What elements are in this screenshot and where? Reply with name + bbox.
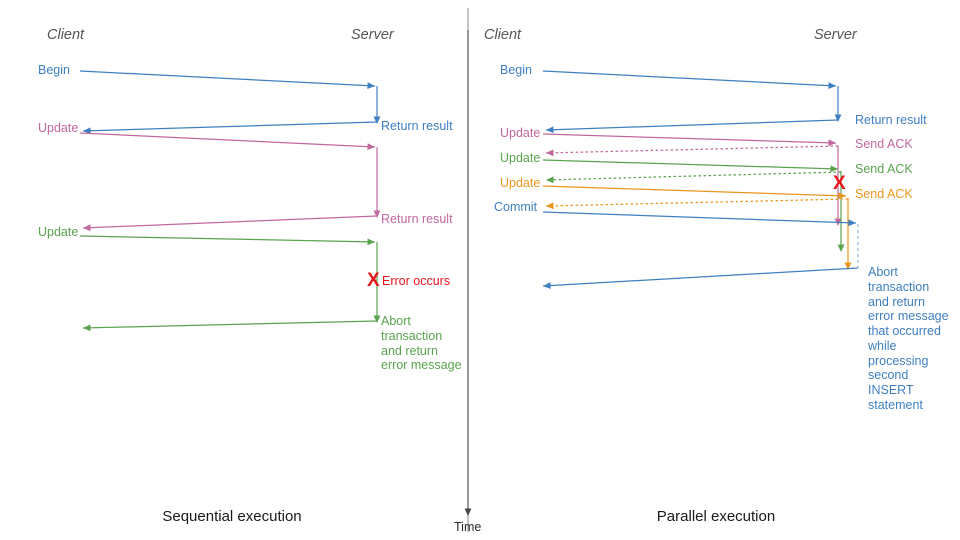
lifeline-arrowhead-orange-lifeline-parallel bbox=[844, 262, 852, 270]
message-line-update-1-parallel bbox=[542, 133, 837, 144]
message-arrowhead-send-ack-3-parallel bbox=[546, 202, 554, 210]
message-line-update-2-sequential bbox=[79, 235, 376, 243]
message-arrowhead-begin-sequential bbox=[367, 82, 375, 90]
error-x-icon-sequential: X bbox=[367, 270, 380, 291]
note-line: and return bbox=[868, 294, 925, 309]
actor-label-server-parallel: Server bbox=[814, 27, 857, 43]
lifeline-arrowhead-return-result-1-sequential bbox=[373, 116, 381, 124]
message-label-send-ack-1-parallel: Send ACK bbox=[855, 137, 913, 151]
message-line-begin-sequential bbox=[79, 70, 376, 87]
message-line-update-2-parallel bbox=[542, 159, 839, 170]
lifeline-arrowhead-green-lifeline-parallel bbox=[837, 244, 845, 252]
lifeline-arrowhead-return-result-2-sequential bbox=[373, 210, 381, 218]
message-line-begin-parallel bbox=[542, 70, 837, 87]
message-line-send-ack-2-parallel bbox=[545, 171, 842, 181]
note-line: transaction bbox=[868, 279, 930, 294]
actor-label-client-sequential: Client bbox=[47, 27, 85, 43]
lifeline-arrowhead-abort-return-sequential bbox=[373, 315, 381, 323]
message-arrowhead-update-2-parallel bbox=[830, 165, 838, 173]
error-label-sequential: Error occurs bbox=[382, 274, 451, 288]
message-label-return-result-1-sequential: Return result bbox=[381, 119, 453, 133]
note-line: INSERT bbox=[868, 383, 914, 397]
message-arrowhead-update-1-sequential bbox=[367, 143, 375, 151]
note-line: transaction bbox=[381, 328, 443, 343]
message-arrowhead-abort-return-parallel bbox=[543, 282, 551, 289]
time-axis-label: Time bbox=[454, 520, 482, 534]
note-line: that occurred bbox=[868, 324, 941, 338]
message-arrowhead-send-ack-1-parallel bbox=[546, 149, 554, 157]
message-label-send-ack-2-parallel: Send ACK bbox=[855, 162, 913, 176]
actor-label-client-parallel: Client bbox=[484, 27, 522, 43]
message-line-abort-return-sequential bbox=[82, 320, 378, 329]
message-label-return-result-2-sequential: Return result bbox=[381, 212, 453, 226]
note-line: and return bbox=[381, 343, 438, 358]
message-arrowhead-update-1-parallel bbox=[828, 139, 836, 147]
time-axis-arrowhead bbox=[464, 508, 472, 516]
message-label-update-3-parallel: Update bbox=[500, 176, 541, 190]
actor-label-server-sequential: Server bbox=[351, 27, 394, 43]
note-line: Abort bbox=[381, 314, 411, 328]
message-label-commit-parallel: Commit bbox=[494, 200, 538, 214]
message-arrowhead-return-result-parallel bbox=[546, 126, 554, 134]
note-line: statement bbox=[868, 397, 923, 412]
lifeline-arrowhead-return-result-parallel bbox=[834, 114, 842, 122]
message-line-update-1-sequential bbox=[79, 132, 376, 148]
message-label-update-2-parallel: Update bbox=[500, 151, 541, 165]
message-line-update-3-parallel bbox=[542, 185, 847, 197]
error-x-icon-parallel: X bbox=[833, 173, 846, 194]
note-line: processing bbox=[868, 353, 929, 368]
note-line: error message bbox=[381, 358, 462, 373]
note-line: error message bbox=[868, 309, 949, 324]
message-line-commit-parallel bbox=[542, 211, 857, 224]
message-label-update-2-sequential: Update bbox=[38, 225, 79, 239]
message-arrowhead-begin-parallel bbox=[828, 82, 836, 90]
message-line-return-result-1-sequential bbox=[82, 121, 378, 132]
message-label-update-1-sequential: Update bbox=[38, 121, 79, 135]
message-line-send-ack-1-parallel bbox=[545, 145, 839, 154]
message-arrowhead-abort-return-sequential bbox=[83, 324, 91, 332]
message-arrowhead-update-3-parallel bbox=[838, 192, 846, 200]
message-line-return-result-parallel bbox=[545, 119, 839, 131]
message-label-return-result-parallel: Return result bbox=[855, 113, 927, 127]
message-label-begin-parallel: Begin bbox=[500, 63, 532, 77]
message-label-send-ack-3-parallel: Send ACK bbox=[855, 187, 913, 201]
panel-caption-sequential: Sequential execution bbox=[162, 508, 302, 525]
message-line-send-ack-3-parallel bbox=[545, 198, 849, 207]
note-line: second bbox=[868, 368, 909, 383]
message-arrowhead-return-result-2-sequential bbox=[83, 224, 91, 232]
message-label-begin-sequential: Begin bbox=[38, 63, 70, 77]
note-line: while bbox=[868, 338, 897, 353]
message-arrowhead-commit-parallel bbox=[848, 219, 856, 227]
message-arrowhead-return-result-1-sequential bbox=[83, 127, 91, 135]
message-arrowhead-update-2-sequential bbox=[367, 238, 375, 246]
message-arrowhead-send-ack-2-parallel bbox=[546, 176, 554, 184]
message-label-update-1-parallel: Update bbox=[500, 126, 541, 140]
message-line-return-result-2-sequential bbox=[82, 215, 378, 229]
note-line: Abort bbox=[868, 265, 898, 279]
panel-caption-parallel: Parallel execution bbox=[656, 508, 776, 525]
message-line-abort-return-parallel bbox=[542, 267, 859, 287]
